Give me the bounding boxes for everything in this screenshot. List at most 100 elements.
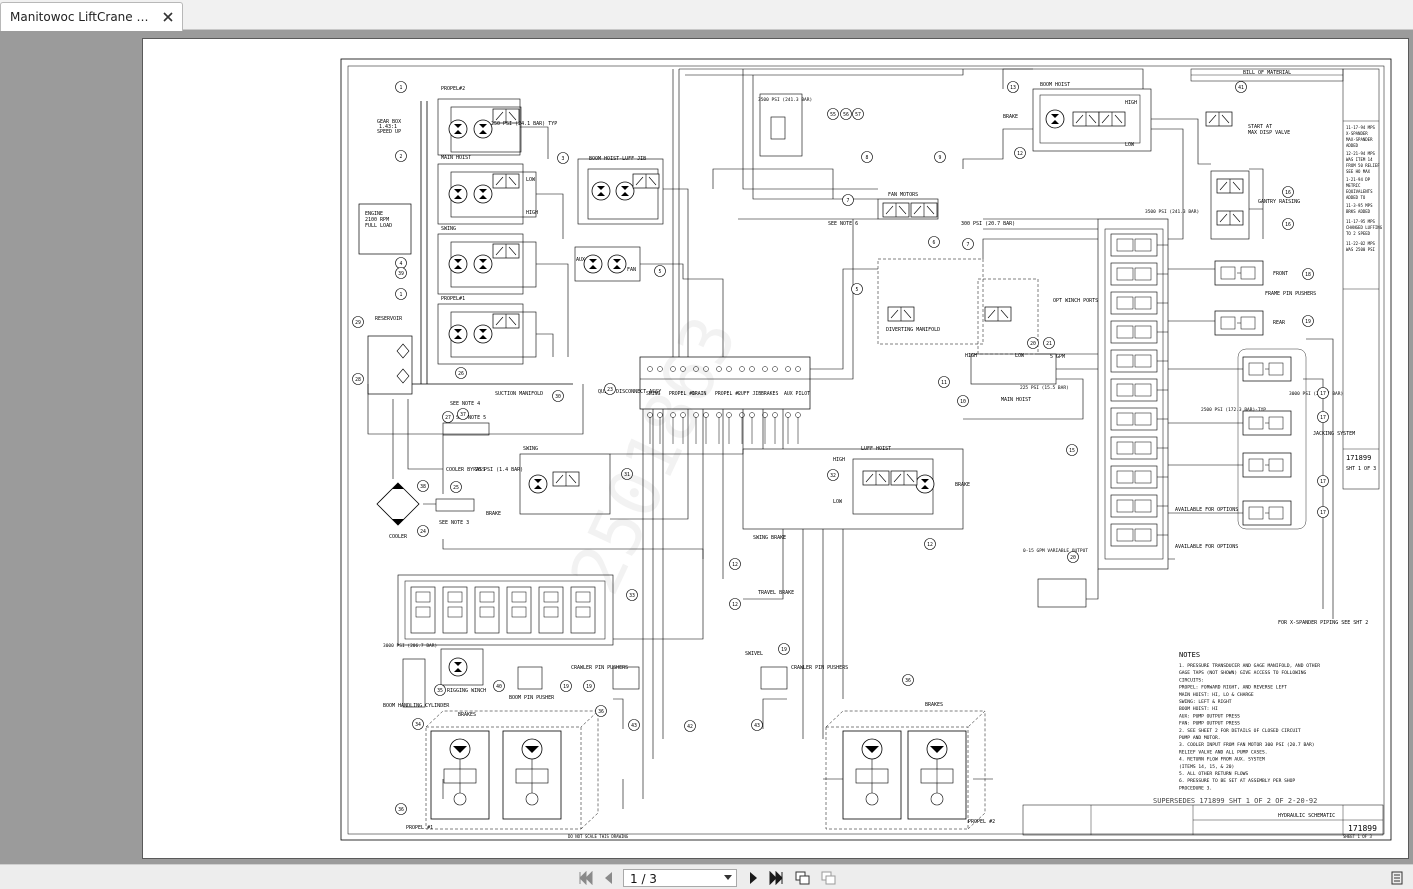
label-frame-pin-pushers: FRAME PIN PUSHERS bbox=[1265, 291, 1316, 297]
item-balloon bbox=[751, 719, 763, 731]
item-number: 40 bbox=[496, 684, 502, 690]
item-balloon bbox=[778, 643, 790, 655]
stack-spool bbox=[511, 606, 527, 618]
svg-text:X-SPANDER: X-SPANDER bbox=[1346, 131, 1368, 136]
close-icon[interactable] bbox=[161, 10, 175, 24]
note-line: SWING: LEFT & RIGHT bbox=[1179, 699, 1232, 705]
valve-spool bbox=[1116, 470, 1134, 484]
page-selector[interactable]: 1 / 3 bbox=[623, 869, 737, 887]
label-available-options-1: AVAILABLE FOR OPTIONS bbox=[1175, 507, 1238, 513]
label-20-psi: 20 PSI (1.4 BAR) bbox=[475, 467, 523, 473]
label-5-gpm: 5 GPM bbox=[1050, 354, 1065, 360]
item-number: 30 bbox=[555, 394, 561, 400]
document-tab[interactable]: Manitowoc LiftCrane M-... bbox=[0, 2, 183, 31]
cooler-symbol bbox=[376, 482, 420, 526]
tab-bar: Manitowoc LiftCrane M-... bbox=[0, 0, 1413, 31]
valve-section bbox=[1110, 436, 1158, 460]
valve-section bbox=[1110, 378, 1158, 402]
label-engine-rpm: 2100 RPM bbox=[365, 217, 389, 223]
label-quick-disconnect: QUICK DISCONNECT ASSY bbox=[598, 389, 661, 395]
item-number: 19 bbox=[781, 647, 787, 653]
port-symbol bbox=[795, 366, 801, 372]
label-low-boom: LOW bbox=[1125, 142, 1135, 148]
svg-text:EQUIVALENTS: EQUIVALENTS bbox=[1346, 189, 1373, 194]
sheet-number-side: SHT 1 OF 3 bbox=[1346, 466, 1376, 472]
note-line: CIRCUITS: bbox=[1179, 677, 1204, 683]
drawing-number-side: 171899 bbox=[1346, 454, 1371, 462]
item-balloon bbox=[1317, 411, 1329, 423]
item-number: 39 bbox=[398, 271, 404, 277]
item-number: 19 bbox=[586, 684, 592, 690]
item-balloon bbox=[442, 411, 454, 423]
valve-spool bbox=[1134, 528, 1152, 542]
label-gantry-raising: GANTRY RAISING bbox=[1258, 199, 1300, 205]
label-x-spander: FOR X-SPANDER PIPING SEE SHT 2 bbox=[1278, 620, 1368, 626]
port-symbol bbox=[795, 412, 801, 418]
label-swivel: SWIVEL bbox=[745, 651, 763, 657]
stack-spool bbox=[543, 591, 559, 603]
next-page-icon[interactable] bbox=[745, 871, 761, 885]
label-main-hoist-right: MAIN HOIST bbox=[1001, 397, 1031, 403]
item-number: 36 bbox=[398, 807, 404, 813]
two-page-view-icon[interactable] bbox=[821, 871, 837, 885]
item-balloon bbox=[434, 684, 446, 696]
item-number: 5 bbox=[659, 269, 662, 275]
item-number: 16 bbox=[1285, 190, 1291, 196]
item-balloon bbox=[412, 718, 424, 730]
svg-text:WAS ITEM 14: WAS ITEM 14 bbox=[1346, 157, 1373, 162]
label-start-at: START AT bbox=[1248, 124, 1272, 130]
item-balloon bbox=[934, 151, 946, 163]
continuous-view-icon[interactable] bbox=[795, 871, 811, 885]
label-250-psi: 250 PSI (24.1 BAR) TYP bbox=[491, 121, 557, 127]
note-line: 6. PRESSURE TO BE SET AT ASSEMBLY PER SH… bbox=[1179, 778, 1295, 784]
label-engine: ENGINE bbox=[365, 211, 383, 217]
label-diverting-manifold: DIVERTING MANIFOLD bbox=[886, 327, 940, 333]
valve-section bbox=[1110, 407, 1158, 431]
main-manifold bbox=[639, 356, 811, 410]
item-balloon bbox=[395, 803, 407, 815]
valve-spool bbox=[1134, 499, 1152, 513]
port-symbol bbox=[785, 366, 791, 372]
note-line: AUX: PUMP OUTPUT PRESS bbox=[1179, 713, 1240, 719]
item-balloon bbox=[1317, 475, 1329, 487]
valve-section bbox=[1110, 494, 1158, 518]
port-symbol bbox=[680, 366, 686, 372]
label-luff-hoist: LUFF HOIST bbox=[861, 446, 891, 452]
label-opt-winch-ports: OPT WINCH PORTS bbox=[1053, 298, 1098, 304]
svg-text:WAS 2500 PSI: WAS 2500 PSI bbox=[1346, 247, 1375, 252]
port-symbol bbox=[739, 412, 745, 418]
previous-page-icon[interactable] bbox=[601, 871, 617, 885]
label-brake-boom-hoist: BRAKE bbox=[1003, 114, 1018, 120]
sidebar-toggle-icon[interactable] bbox=[1391, 871, 1403, 885]
port-symbol bbox=[772, 412, 778, 418]
note-line: 3. COOLER INPUT FROM FAN MOTOR 300 PSI (… bbox=[1179, 742, 1315, 748]
label-swing-brake: SWING BRAKE bbox=[753, 535, 786, 541]
note-line: PROCEDURE 3. bbox=[1179, 785, 1212, 791]
item-number: 23 bbox=[607, 387, 613, 393]
label-225-psi: 225 PSI (15.5 BAR) bbox=[1020, 385, 1069, 391]
label-reservoir: RESERVOIR bbox=[375, 316, 403, 322]
item-number: 13 bbox=[1010, 85, 1016, 91]
item-number: 8 bbox=[866, 155, 869, 161]
last-page-icon[interactable] bbox=[768, 871, 784, 885]
svg-text:TO 2 SPEED: TO 2 SPEED bbox=[1346, 231, 1371, 236]
item-balloon bbox=[840, 108, 852, 120]
label-3000-psi-jack: 3000 PSI (206.7 BAR) bbox=[1289, 391, 1343, 397]
first-page-icon[interactable] bbox=[578, 871, 594, 885]
item-balloon bbox=[1302, 268, 1314, 280]
item-balloon bbox=[1067, 551, 1079, 563]
item-number: 36 bbox=[598, 709, 604, 715]
port-symbol bbox=[762, 366, 768, 372]
item-number: 3 bbox=[562, 156, 565, 162]
port-symbol bbox=[693, 366, 699, 372]
valve-section bbox=[1110, 233, 1158, 257]
manifold-column-label: LUFF JIB bbox=[738, 391, 761, 397]
label-propel-1: PROPEL#1 bbox=[441, 296, 465, 302]
item-balloon bbox=[628, 719, 640, 731]
item-balloon bbox=[417, 480, 429, 492]
engine-box bbox=[358, 203, 412, 255]
item-balloon bbox=[395, 267, 407, 279]
item-number: 25 bbox=[453, 485, 459, 491]
item-balloon bbox=[395, 288, 407, 300]
